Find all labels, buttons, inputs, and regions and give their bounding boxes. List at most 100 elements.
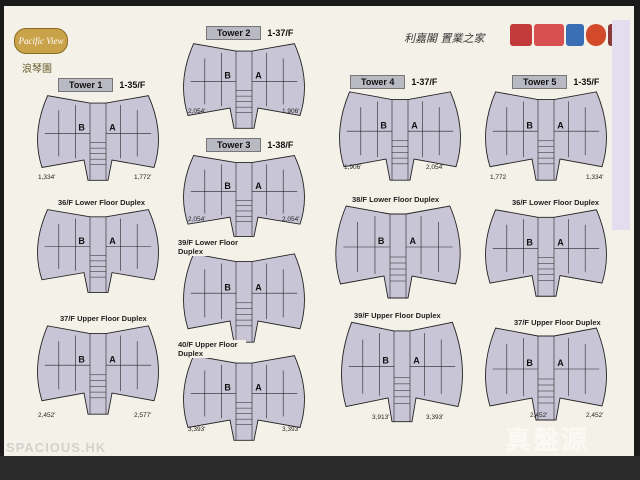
t5-37f-title: 37/F Upper Floor Duplex <box>512 318 603 327</box>
plan-outline <box>335 205 461 299</box>
unit-letter-b: B <box>224 181 231 191</box>
t5-37-area-right: 2,452' <box>586 412 604 419</box>
unit-letter-a: A <box>557 237 564 247</box>
agency-brand-text: 利嘉閣 置業之家 <box>404 32 485 45</box>
plan-outline <box>485 91 607 181</box>
t4-typ-area-right: 2,054' <box>426 164 444 171</box>
t5-37-area-left: 2,452' <box>530 412 548 419</box>
t5-36f-title: 36/F Lower Floor Duplex <box>510 198 602 207</box>
t5-typ-area-right: 1,334' <box>586 174 604 181</box>
unit-letter-a: A <box>109 354 116 364</box>
t1-37-area-left: 2,452' <box>38 412 56 419</box>
unit-letter-a: A <box>557 358 564 368</box>
t3-40-area-left: 3,393' <box>188 426 206 433</box>
tower-2-name: Tower 2 <box>206 26 262 40</box>
chinese-watermark: 真盤源 <box>505 426 590 456</box>
t3-typ-area-left: 2,054' <box>188 216 206 223</box>
t4-39-area-left: 3,913' <box>372 414 390 421</box>
t3-typ-area-right: 2,054' <box>282 216 300 223</box>
t3-39f-title: 39/F Lower Floor Duplex <box>176 238 246 256</box>
t4-39f-title: 39/F Upper Floor Duplex <box>352 311 443 320</box>
tower-4-label: Tower 4 1-37/F <box>350 75 437 89</box>
unit-letter-a: A <box>109 236 116 246</box>
side-strip <box>612 20 630 230</box>
tower-5-name: Tower 5 <box>512 75 568 89</box>
sponsor-logo-star <box>510 24 532 46</box>
footer-bar <box>0 456 640 480</box>
unit-letter-b: B <box>224 71 231 81</box>
unit-letter-b: B <box>526 237 533 247</box>
unit-letter-a: A <box>410 236 417 246</box>
tower-3-name: Tower 3 <box>206 138 262 152</box>
t4-typ-area-left: 1,906' <box>344 164 362 171</box>
unit-letter-a: A <box>413 355 420 365</box>
tower-3-floors: 1-38/F <box>267 140 294 150</box>
plan-outline <box>183 155 305 237</box>
t2-typ-area-right: 1,906' <box>282 108 300 115</box>
t4-38f-title: 38/F Lower Floor Duplex <box>350 195 442 204</box>
unit-letter-b: B <box>78 354 85 364</box>
tower-4-floors: 1-37/F <box>411 77 438 87</box>
unit-letter-b: B <box>526 120 533 130</box>
t1-37f-title: 37/F Upper Floor Duplex <box>58 314 149 323</box>
spacious-watermark: SPACIOUS.HK <box>6 440 107 455</box>
unit-letter-b: B <box>224 383 231 393</box>
t1-36f-title: 36/F Lower Floor Duplex <box>56 198 148 207</box>
pacific-view-logo: Pacific View <box>14 28 68 54</box>
plan-outline <box>37 325 159 415</box>
unit-letter-a: A <box>255 282 262 292</box>
sponsor-logo-bank <box>534 24 564 46</box>
tower-1-floors: 1-35/F <box>119 80 146 90</box>
t1-typ-area-right: 1,772' <box>134 174 152 181</box>
unit-letter-b: B <box>78 236 85 246</box>
unit-letter-a: A <box>557 120 564 130</box>
unit-letter-a: A <box>255 383 262 393</box>
t3-40-area-right: 3,393' <box>282 426 300 433</box>
unit-letter-a: A <box>109 123 116 133</box>
unit-letter-a: A <box>255 181 262 191</box>
plan-outline <box>183 253 305 343</box>
plan-outline <box>339 91 461 181</box>
unit-letter-b: B <box>78 123 85 133</box>
plan-outline <box>183 355 305 441</box>
sponsor-logo-blue <box>566 24 584 46</box>
plan-outline <box>485 209 607 297</box>
plan-outline <box>37 209 159 293</box>
unit-letter-a: A <box>411 120 418 130</box>
unit-letter-b: B <box>382 355 389 365</box>
plan-outline <box>183 43 305 129</box>
t2-typ-area-left: 2,054' <box>188 108 206 115</box>
t3-40f-title: 40/F Upper Floor Duplex <box>176 340 246 358</box>
plan-outline <box>341 321 463 423</box>
tower-2-label: Tower 2 1-37/F <box>206 26 293 40</box>
unit-letter-b: B <box>378 236 385 246</box>
sponsor-logo-round <box>586 24 606 46</box>
t5-typ-area-left: 1,772 <box>490 174 507 181</box>
plan-outline <box>37 95 159 181</box>
tower-2-floors: 1-37/F <box>267 28 294 38</box>
tower-3-label: Tower 3 1-38/F <box>206 138 293 152</box>
t1-typ-area-left: 1,334' <box>38 174 56 181</box>
logo-chinese-name: 浪琴園 <box>22 64 52 75</box>
tower-4-name: Tower 4 <box>350 75 406 89</box>
t4-39-area-right: 3,393' <box>426 414 444 421</box>
unit-letter-a: A <box>255 71 262 81</box>
unit-letter-b: B <box>224 282 231 292</box>
unit-letter-b: B <box>526 358 533 368</box>
unit-letter-b: B <box>380 120 387 130</box>
